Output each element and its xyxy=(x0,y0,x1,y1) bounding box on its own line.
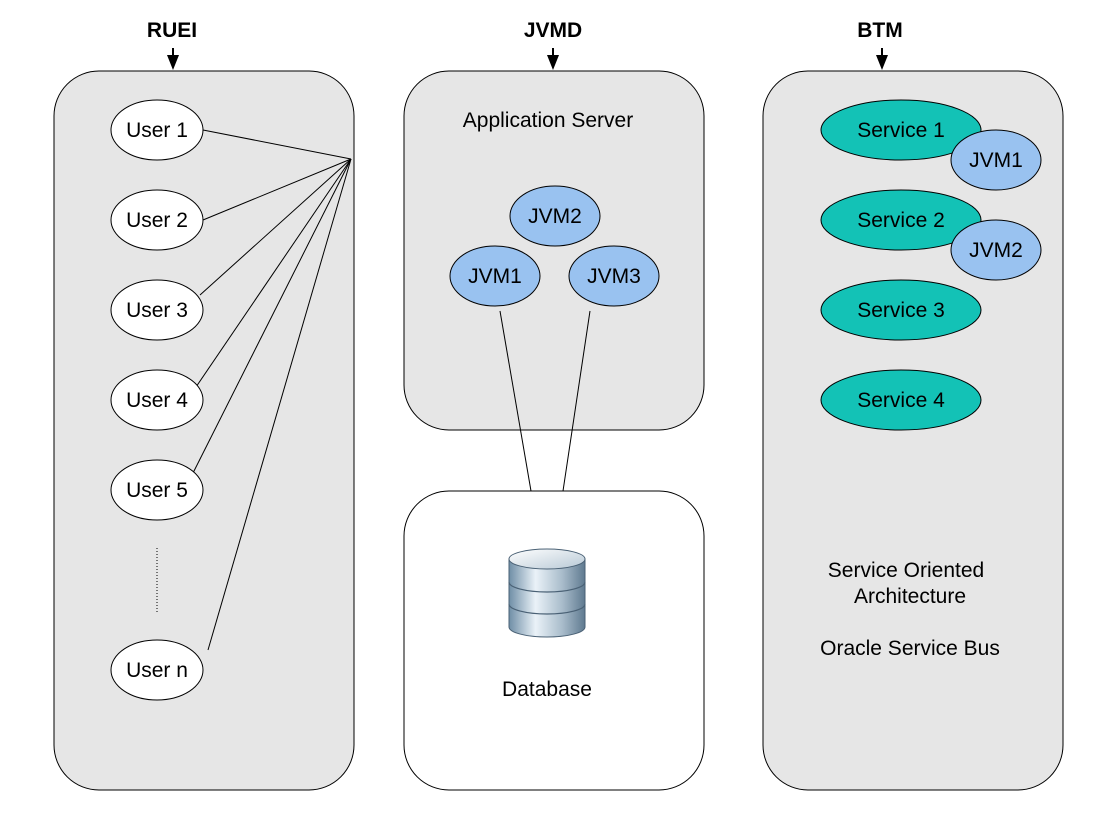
jvmd-arrow-head xyxy=(547,55,559,70)
service-jvm2-label: JVM2 xyxy=(969,239,1023,262)
service-2-node: Service 2 xyxy=(820,189,982,251)
user-node-n: User n xyxy=(110,639,204,701)
service-jvm2-node: JVM2 xyxy=(950,219,1042,281)
service-1-node: Service 1 xyxy=(820,99,982,161)
jvm1-ellipse xyxy=(449,245,541,307)
jvm2-label: JVM2 xyxy=(528,205,582,228)
jvm3-db-connector xyxy=(562,310,591,492)
service-4-label: Service 4 xyxy=(857,389,945,412)
user-4-connector xyxy=(195,158,352,388)
service-2-ellipse xyxy=(820,189,982,251)
user-1-ellipse xyxy=(110,99,204,161)
service-jvm1-node: JVM1 xyxy=(950,129,1042,191)
jvm2-ellipse xyxy=(509,185,601,247)
jvm3-node: JVM3 xyxy=(568,245,660,307)
soa-label-line-2: Architecture xyxy=(854,585,966,608)
database-icon-body xyxy=(508,558,586,638)
user-5-connector xyxy=(191,158,352,476)
user-node-4: User 4 xyxy=(110,369,204,431)
user-1-label: User 1 xyxy=(126,119,188,142)
app-server-panel xyxy=(403,70,705,431)
service-jvm2-ellipse xyxy=(950,219,1042,281)
user-2-label: User 2 xyxy=(126,209,188,232)
service-3-node: Service 3 xyxy=(820,279,982,341)
service-3-ellipse xyxy=(820,279,982,341)
soa-label-line-1: Service Oriented xyxy=(828,559,984,582)
database-icon xyxy=(508,548,586,638)
user-4-ellipse xyxy=(110,369,204,431)
ruei-column: RUEI User 1 User 2 User 3 User 4 xyxy=(53,19,355,791)
user-n-label: User n xyxy=(126,659,188,682)
user-1-connector xyxy=(202,129,352,160)
user-3-ellipse xyxy=(110,279,204,341)
jvm3-label: JVM3 xyxy=(587,265,641,288)
user-3-label: User 3 xyxy=(126,299,188,322)
jvm3-ellipse xyxy=(568,245,660,307)
user-n-ellipse xyxy=(110,639,204,701)
database-panel xyxy=(403,490,705,791)
user-2-connector xyxy=(202,158,352,221)
service-1-ellipse xyxy=(820,99,982,161)
user-node-5: User 5 xyxy=(110,459,204,521)
user-connector-lines xyxy=(191,129,352,651)
osb-label: Oracle Service Bus xyxy=(820,637,1000,660)
user-5-ellipse xyxy=(110,459,204,521)
btm-title: BTM xyxy=(857,19,903,42)
service-1-label: Service 1 xyxy=(857,119,945,142)
user-2-ellipse xyxy=(110,189,204,251)
app-server-label: Application Server xyxy=(463,109,633,132)
ruei-title: RUEI xyxy=(147,19,197,42)
service-jvm1-label: JVM1 xyxy=(969,149,1023,172)
user-node-1: User 1 xyxy=(110,99,204,161)
user-node-3: User 3 xyxy=(110,279,204,341)
service-4-ellipse xyxy=(820,369,982,431)
database-icon-band-1 xyxy=(508,581,586,593)
user-n-connector xyxy=(207,158,352,651)
jvmd-column: JVMD Application Server JVM2 JVM1 JVM3 D xyxy=(403,19,705,791)
user-4-label: User 4 xyxy=(126,389,188,412)
jvm2-node: JVM2 xyxy=(509,185,601,247)
user-node-2: User 2 xyxy=(110,189,204,251)
service-4-node: Service 4 xyxy=(820,369,982,431)
jvm1-node: JVM1 xyxy=(449,245,541,307)
btm-arrow-head xyxy=(876,55,888,70)
database-icon-top xyxy=(508,548,586,570)
service-3-label: Service 3 xyxy=(857,299,945,322)
jvmd-title: JVMD xyxy=(524,19,582,42)
jvm1-db-connector xyxy=(499,310,532,492)
service-2-label: Service 2 xyxy=(857,209,945,232)
ruei-arrow-head xyxy=(167,55,179,70)
user-5-label: User 5 xyxy=(126,479,188,502)
ruei-panel xyxy=(53,70,355,791)
user-3-connector xyxy=(199,158,352,296)
database-icon-band-2 xyxy=(508,603,586,615)
btm-column: BTM Service 1 JVM1 Service 2 JVM2 Servic… xyxy=(762,19,1064,791)
service-jvm1-ellipse xyxy=(950,129,1042,191)
database-label: Database xyxy=(502,678,592,701)
jvm1-label: JVM1 xyxy=(468,265,522,288)
